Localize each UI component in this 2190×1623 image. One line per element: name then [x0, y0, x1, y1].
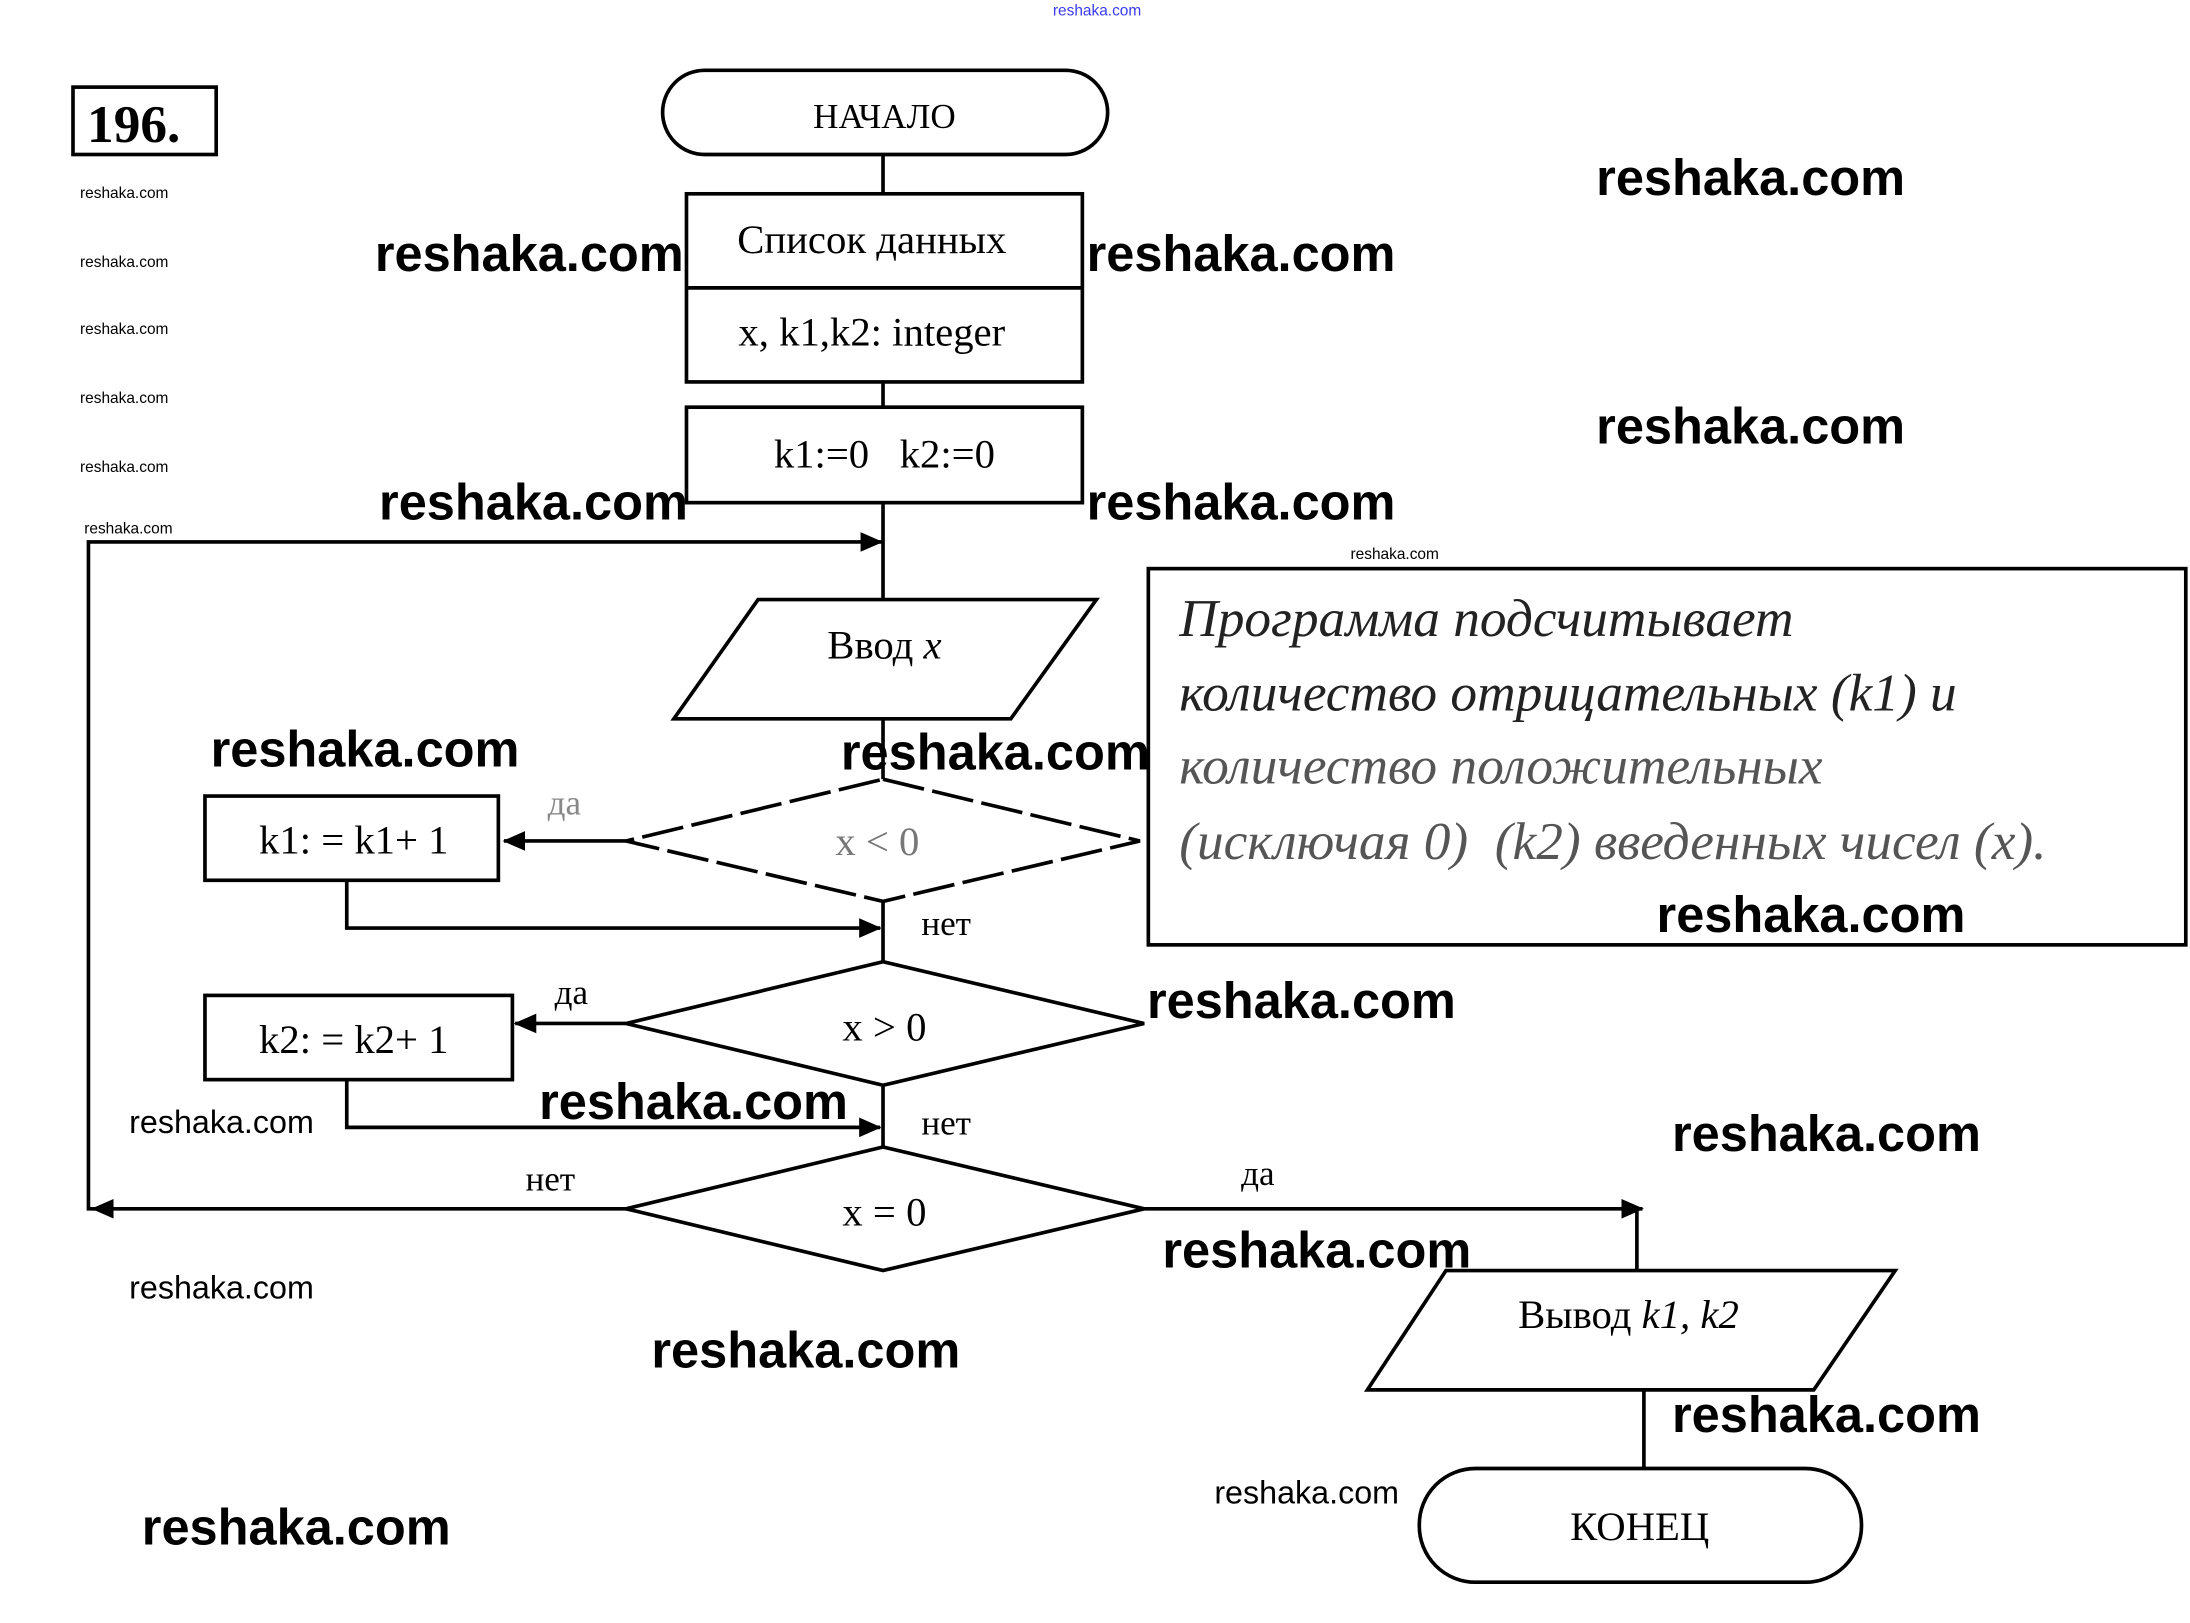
- watermark: reshaka.com: [1657, 886, 1966, 943]
- condition-negative: x < 0: [625, 777, 1141, 904]
- start-label: НАЧАЛО: [813, 97, 956, 136]
- no-label-2: нет: [921, 1103, 971, 1142]
- explanation-note: Программа подсчитывает количество отрица…: [1146, 566, 2188, 947]
- end-terminator: КОНЕЦ: [1417, 1466, 1864, 1585]
- watermark: reshaka.com: [80, 254, 168, 271]
- condition-positive: x > 0: [625, 959, 1145, 1088]
- data-declaration-block: Список данных x, k1,k2: integer: [684, 191, 1085, 384]
- note-line-4: (исключая 0) (k2) введенных чисел (x).: [1179, 811, 2046, 871]
- init-label: k1:=0 k2:=0: [774, 432, 995, 477]
- cond1-label: x < 0: [835, 819, 919, 864]
- watermark: reshaka.com: [651, 1321, 960, 1378]
- watermark: reshaka.com: [1596, 398, 1905, 455]
- yes-label-2: да: [555, 973, 589, 1012]
- watermark: reshaka.com: [80, 321, 168, 338]
- watermark: reshaka.com: [1087, 474, 1396, 531]
- watermark: reshaka.com: [129, 1270, 314, 1306]
- note-line-2: количество отрицательных (k1) и: [1179, 662, 1956, 722]
- connectors: [86, 154, 1646, 1469]
- cond3-label: x = 0: [842, 1190, 926, 1235]
- action2-label: k2: = k2+ 1: [259, 1017, 449, 1062]
- start-terminator: НАЧАЛО: [660, 68, 1110, 157]
- svg-text:Вывод k1, k2: Вывод k1, k2: [1518, 1292, 1739, 1337]
- watermark: reshaka.com: [1351, 546, 1439, 563]
- input-var: x: [922, 622, 941, 667]
- yes-label-1: да: [548, 783, 582, 822]
- problem-number: 196.: [71, 85, 219, 157]
- action1-label: k1: = k1+ 1: [259, 818, 449, 863]
- watermark: reshaka.com: [375, 225, 684, 282]
- watermark: reshaka.com: [1596, 149, 1905, 206]
- input-block: Ввод x: [670, 597, 1100, 721]
- note-line-3: количество положительных: [1179, 735, 1823, 795]
- watermark: reshaka.com: [129, 1104, 314, 1140]
- end-label: КОНЕЦ: [1570, 1504, 1709, 1549]
- watermark: reshaka.com: [80, 185, 168, 202]
- data-declaration: x, k1,k2: integer: [738, 309, 1005, 354]
- watermarks: reshaka.com reshaka.com reshaka.com resh…: [80, 3, 1981, 1556]
- watermark: reshaka.com: [539, 1073, 848, 1130]
- data-header: Список данных: [737, 217, 1006, 262]
- watermark: reshaka.com: [80, 459, 168, 476]
- watermark: reshaka.com: [142, 1498, 451, 1555]
- watermark: reshaka.com: [1053, 3, 1141, 20]
- no-label-3: нет: [525, 1160, 575, 1199]
- watermark: reshaka.com: [80, 390, 168, 407]
- init-block: k1:=0 k2:=0: [684, 405, 1085, 505]
- watermark: reshaka.com: [1214, 1475, 1399, 1511]
- problem-number-text: 196.: [87, 94, 180, 154]
- increment-k2-block: k2: = k2+ 1: [203, 993, 515, 1082]
- watermark: reshaka.com: [1672, 1386, 1981, 1443]
- yes-label-3: да: [1241, 1154, 1275, 1193]
- loop-back-arrow: [86, 532, 884, 1211]
- note-line-1: Программа подсчитывает: [1178, 588, 1793, 648]
- output-word: Вывод: [1518, 1292, 1631, 1337]
- increment-k1-block: k1: = k1+ 1: [203, 794, 501, 883]
- no-label-1: нет: [921, 904, 971, 943]
- watermark: reshaka.com: [1672, 1105, 1981, 1162]
- watermark: reshaka.com: [841, 723, 1150, 780]
- watermark: reshaka.com: [1147, 972, 1456, 1029]
- condition-zero: x = 0: [625, 1145, 1145, 1273]
- input-word: Ввод: [827, 622, 913, 667]
- watermark: reshaka.com: [379, 474, 688, 531]
- output-vars: k1, k2: [1642, 1292, 1739, 1337]
- watermark: reshaka.com: [1087, 225, 1396, 282]
- watermark: reshaka.com: [1162, 1222, 1471, 1279]
- svg-text:Ввод x: Ввод x: [827, 622, 941, 667]
- output-block: Вывод k1, k2: [1363, 1268, 1899, 1392]
- cond2-label: x > 0: [842, 1004, 926, 1049]
- watermark: reshaka.com: [211, 721, 520, 778]
- watermark: reshaka.com: [84, 521, 172, 538]
